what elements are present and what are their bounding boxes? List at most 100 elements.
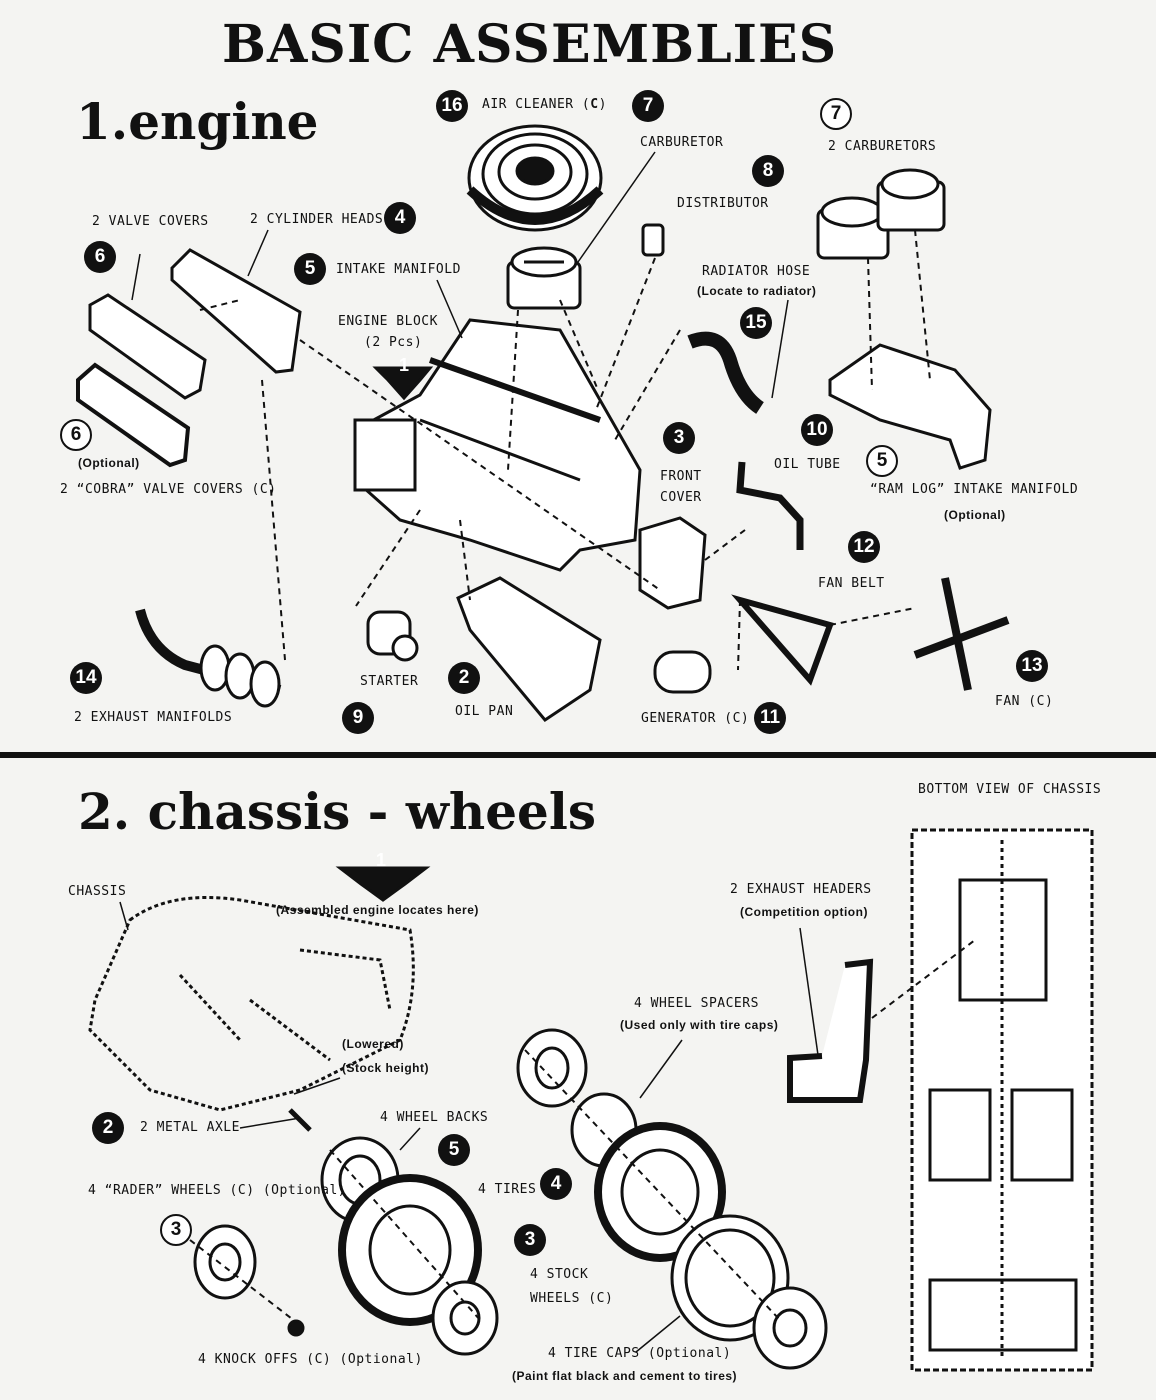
generator-drawing [653,650,712,694]
engine-block-arrow [372,366,434,401]
label-exhaust-manifolds: 2 EXHAUST MANIFOLDS [74,710,233,725]
chassis-arrow [335,866,431,902]
oil-tube-drawing [736,461,804,550]
two-carburetors-drawing [816,168,946,260]
label-tires: 4 TIRES [478,1182,537,1197]
part-badge-2-axle: 2 [92,1112,124,1144]
axle-drawing [288,1108,312,1132]
label-bottom-view: BOTTOM VIEW OF CHASSIS [918,782,1102,797]
part-badge-13: 13 [1016,650,1048,682]
front-cover-drawing [638,516,707,610]
part-badge-10: 10 [801,414,833,446]
tire-left-drawing [338,1174,482,1326]
starter-drawing [366,610,419,662]
label-front-cover-sub: COVER [660,490,702,505]
radiator-hose-drawing [687,331,765,414]
label-distributor: DISTRIBUTOR [677,196,769,211]
label-two-carburetors: 2 CARBURETORS [828,139,937,154]
label-air-cleaner: AIR CLEANER (C) [482,97,607,112]
part-badge-11: 11 [754,702,786,734]
air-cleaner-code: C [590,97,599,112]
section-name: engine [128,92,319,151]
part-badge-4-tires: 4 [540,1168,572,1200]
label-radiator-hose-sub: (Locate to radiator) [697,284,817,298]
label-chassis: CHASSIS [68,884,127,899]
label-cobra-valve-covers: 2 “COBRA” VALVE COVERS (C) [60,482,277,497]
part-badge-3-rader: 3 [160,1214,192,1246]
label-metal-axle: 2 METAL AXLE [140,1120,240,1135]
section-number: 2. [78,782,131,841]
exhaust-manifold-drawing [135,608,282,695]
label-oil-tube: OIL TUBE [774,457,841,472]
label-starter: STARTER [360,674,419,689]
label-rader-wheels: 4 “RADER” WHEELS (C) (Optional) [88,1183,347,1198]
label-valve-covers: 2 VALVE COVERS [92,214,209,229]
label-stock-height: (Stock height) [342,1061,429,1075]
exhaust-manifold-lobes [199,644,281,708]
label-ram-log-sub: (Optional) [944,508,1006,522]
label-stock-wheels-1: 4 STOCK [530,1267,589,1282]
oil-pan-drawing [456,576,602,722]
part-badge-3-stock: 3 [514,1224,546,1256]
label-intake-manifold: INTAKE MANIFOLD [336,262,461,277]
fan-belt-drawing [731,594,834,686]
label-engine-block-sub: (2 Pcs) [364,335,423,350]
wheel-back-right-drawing [516,1028,588,1108]
label-cylinder-heads: 2 CYLINDER HEADS [250,212,384,227]
label-front-cover: FRONT [660,469,702,484]
part-badge-1-engine: 1 [398,355,409,375]
label-tire-caps: 4 TIRE CAPS (Optional) [548,1346,732,1361]
section-number: 1. [76,92,129,151]
label-wheel-backs: 4 WHEEL BACKS [380,1110,489,1125]
part-badge-15: 15 [740,307,772,339]
part-badge-5-wheel-backs: 5 [438,1134,470,1166]
section-engine-heading: 1.engine [76,92,319,151]
section-separator [0,752,1156,758]
air-cleaner-close: ) [598,97,607,112]
part-badge-12: 12 [848,531,880,563]
part-badge-6-optional: 6 [60,419,92,451]
tire-right-drawing [594,1122,726,1262]
part-badge-4: 4 [384,202,416,234]
engine-block-drawing [353,318,642,572]
part-badge-6: 6 [84,241,116,273]
exhaust-header-drawing [787,958,874,1103]
label-generator: GENERATOR (C) [641,711,750,726]
label-lowered: (Lowered) [342,1037,404,1051]
label-carburetor: CARBURETOR [640,135,724,150]
label-oil-pan: OIL PAN [455,704,514,719]
part-badge-2-engine: 2 [448,662,480,694]
label-exhaust-headers: 2 EXHAUST HEADERS [730,882,872,897]
label-knock-offs: 4 KNOCK OFFS (C) (Optional) [198,1352,423,1367]
carburetor-drawing [506,246,582,310]
knock-off-drawing [287,1319,305,1337]
chassis-arrow-number: 1 [375,850,386,870]
part-badge-3-engine: 3 [663,422,695,454]
label-cobra-optional: (Optional) [78,456,140,470]
part-badge-7-carburetor: 7 [632,90,664,122]
rader-wheel-drawing [193,1224,257,1300]
label-engine-locates: (Assembled engine locates here) [276,903,479,917]
part-badge-5: 5 [294,253,326,285]
part-badge-5-ram-log: 5 [866,445,898,477]
ram-log-manifold-drawing [828,343,992,470]
air-cleaner-drawing [466,124,604,232]
valve-covers-drawing [76,248,302,468]
air-cleaner-text: AIR CLEANER ( [482,97,591,112]
label-radiator-hose: RADIATOR HOSE [702,264,811,279]
part-badge-7-carburetors: 7 [820,98,852,130]
label-fan: FAN (C) [995,694,1054,709]
label-wheel-spacers-sub: (Used only with tire caps) [620,1018,779,1032]
chassis-drawing [88,896,415,1112]
distributor-drawing [641,223,665,257]
label-fan-belt: FAN BELT [818,576,885,591]
stock-wheel-right-drawing [752,1286,828,1370]
fan-drawing [913,577,1010,691]
label-engine-block: ENGINE BLOCK [338,314,438,329]
label-tire-caps-sub: (Paint flat black and cement to tires) [512,1369,738,1383]
part-badge-14: 14 [70,662,102,694]
label-stock-wheels-2: WHEELS (C) [530,1291,614,1306]
section-name: chassis - wheels [147,782,596,841]
section-chassis-heading: 2. chassis - wheels [78,782,596,841]
